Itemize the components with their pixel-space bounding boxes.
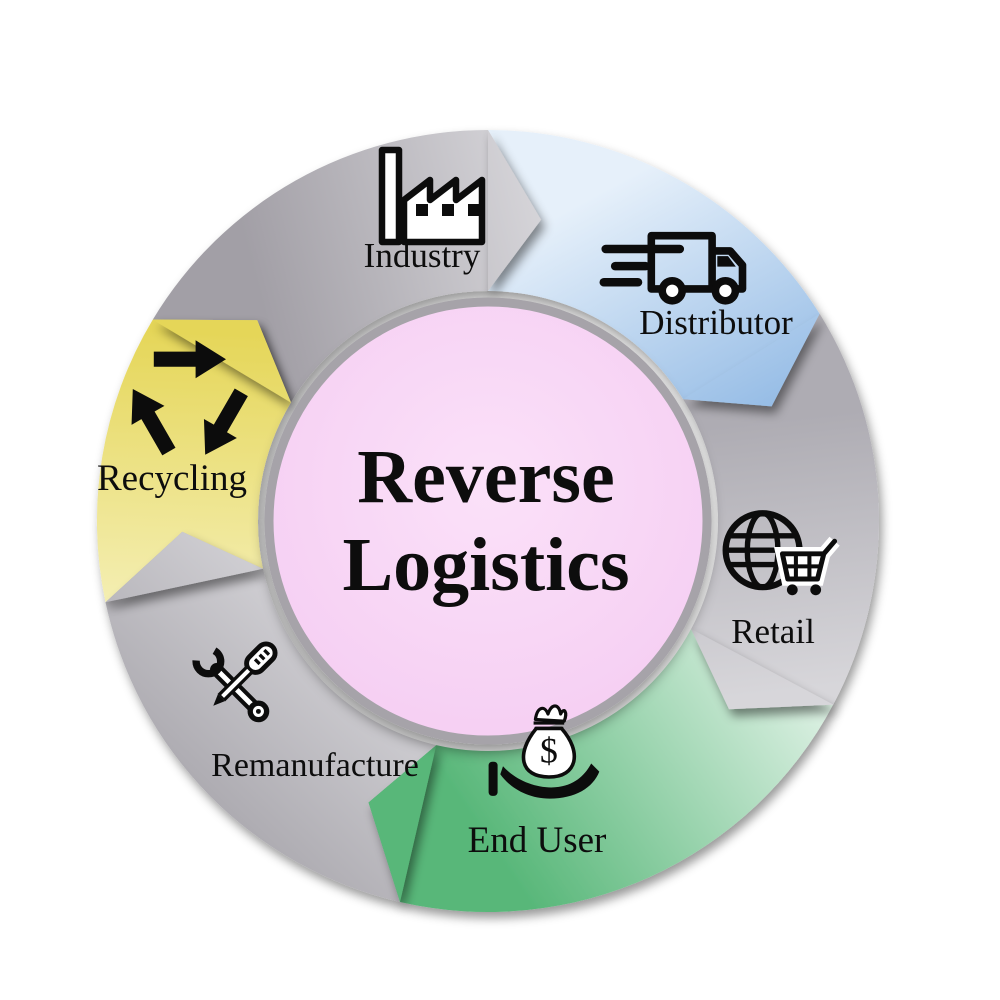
center-title-line2: Logistics	[342, 523, 629, 607]
segment-remanufacture-arrow-tip	[105, 531, 263, 603]
globe-cart-icon	[722, 510, 840, 596]
label-retail: Retail	[731, 612, 815, 651]
label-remanufacture: Remanufacture	[211, 747, 419, 784]
delivery-truck-icon	[599, 231, 747, 305]
recycle-icon	[131, 340, 248, 456]
segment-remanufacture	[105, 531, 437, 902]
dollar-sign: $	[540, 731, 558, 771]
money-hand-icon: $	[488, 704, 600, 799]
ring-segments	[96, 129, 879, 913]
center-title-line1: Reverse	[357, 435, 614, 519]
segment-end_user-arrow-tip	[368, 745, 437, 902]
label-recycling: Recycling	[97, 458, 247, 499]
label-industry: Industry	[364, 236, 481, 275]
screwdriver-shape	[213, 641, 278, 706]
segment-industry-arrow-tip	[488, 130, 542, 291]
label-distributor: Distributor	[639, 303, 793, 342]
center-circle	[264, 297, 712, 745]
label-end-user: End User	[468, 820, 607, 861]
factory-icon	[378, 146, 486, 246]
center-disc: Reverse Logistics	[264, 297, 712, 745]
segment-retail	[683, 313, 879, 710]
segment-distributor-arrow-tip	[683, 313, 820, 407]
tools-icon	[192, 641, 278, 723]
segment-recycling	[96, 319, 291, 603]
segment-end_user	[368, 629, 834, 913]
sleeve-shape	[488, 761, 498, 796]
hand-shape	[500, 763, 600, 799]
segment-retail-arrow-tip	[691, 629, 834, 710]
